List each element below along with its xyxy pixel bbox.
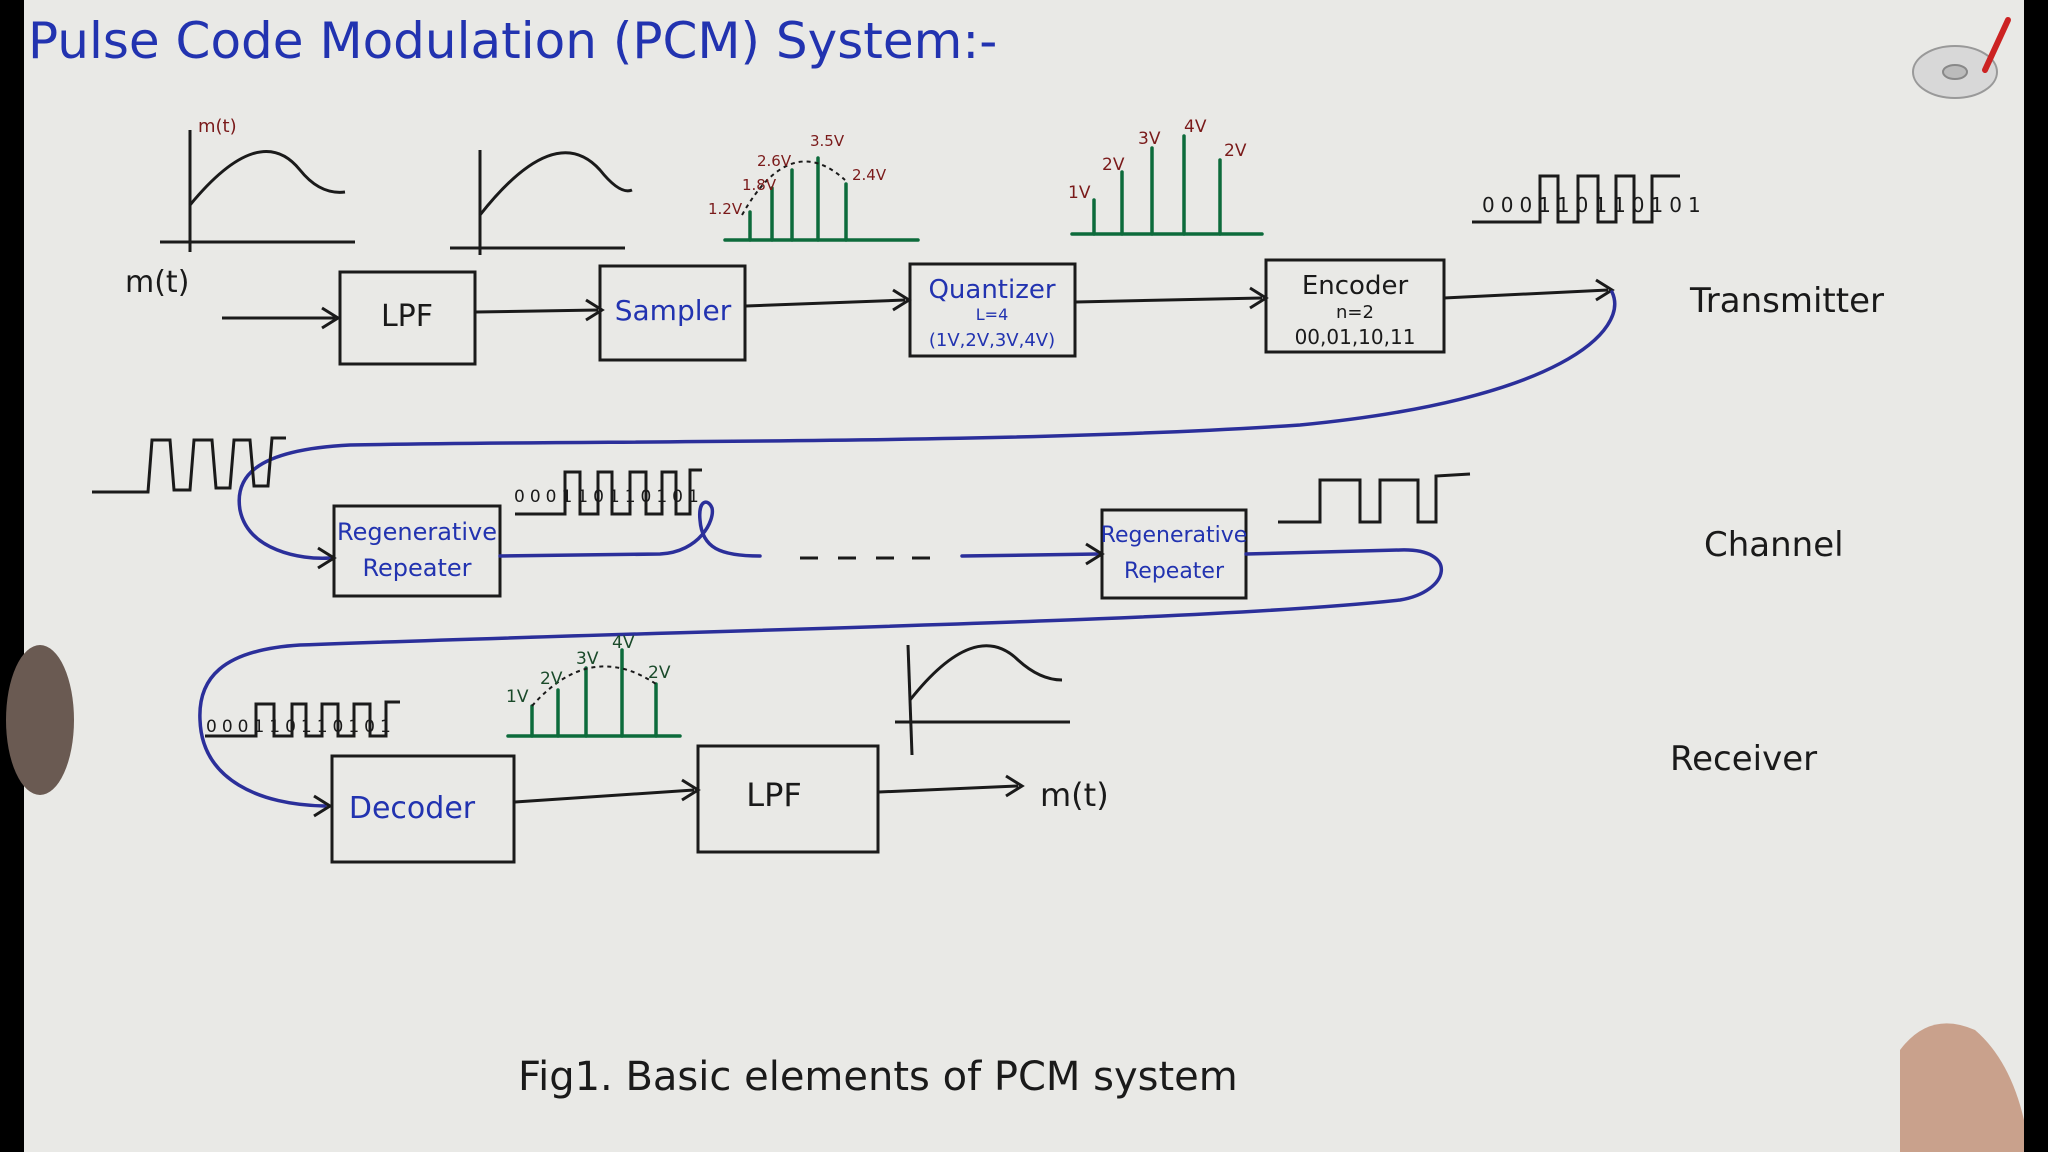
arrow-lpf-to-output (878, 774, 1025, 798)
hand-right-edge (1900, 1023, 2024, 1152)
reconstructed-waveform-plot (895, 644, 1070, 756)
arrow-lpf-to-sampler (475, 298, 605, 322)
quantized-waveform-plot (1070, 134, 1264, 236)
channel-link-tx (237, 290, 1617, 560)
quantizer-levels: L=4 (976, 305, 1009, 324)
repeater-block-1 (332, 504, 502, 598)
decoder-label-4: 4V (612, 633, 635, 653)
channel-link-rx (198, 548, 1444, 808)
decoder-label-2: 2V (540, 669, 563, 689)
repeater2-label-line2: Repeater (1124, 559, 1225, 584)
channel-bitstream-text: 000110110101 (514, 487, 704, 507)
sampler-label-2: 1.8V (742, 176, 777, 194)
lpf-block-tx (338, 270, 477, 366)
arrow-encoder-output (1443, 278, 1615, 302)
section-label-transmitter: Transmitter (1689, 281, 1884, 321)
channel-line-2 (960, 552, 1100, 558)
encoder-bitstream-text: 000110110101 (1482, 193, 1707, 217)
hand-left-edge (6, 645, 74, 795)
lpf-rx-label: LPF (746, 776, 802, 814)
sampler-label-5: 2.4V (852, 166, 887, 184)
arrow-into-decoder (313, 794, 333, 818)
sampler-label-1: 1.2V (708, 200, 743, 218)
repeater1-label-line1: Regenerative (337, 518, 497, 546)
quantizer-block (908, 262, 1077, 358)
repeater2-label-line1: Regenerative (1101, 523, 1248, 548)
input-wave-label: m(t) (198, 116, 237, 137)
input-waveform-plot (160, 130, 355, 252)
encoder-codes: 00,01,10,11 (1295, 325, 1416, 349)
lpf-block-rx (696, 744, 880, 854)
sampled-waveform-plot (723, 156, 920, 242)
encoder-label: Encoder (1302, 271, 1409, 301)
lpf-tx-label: LPF (381, 299, 433, 334)
decoder-block (330, 754, 516, 864)
quantizer-label: Quantizer (928, 275, 1055, 305)
diagram-title: Pulse Code Modulation (PCM) System:- (28, 12, 997, 70)
quantizer-values: (1V,2V,3V,4V) (929, 330, 1055, 351)
disc-pen-icon[interactable] (1912, 17, 2011, 99)
quantizer-label-5: 2V (1224, 141, 1247, 161)
section-label-receiver: Receiver (1670, 739, 1817, 779)
encoder-block (1264, 258, 1446, 354)
encoder-n: n=2 (1336, 302, 1374, 323)
arrow-input-to-lpf (222, 306, 341, 330)
decoder-label-3: 3V (576, 649, 599, 669)
paper (24, 0, 2024, 1152)
decoder-label-1: 1V (506, 687, 529, 707)
decoded-samples-plot (506, 648, 682, 738)
receiver-bitstream-text: 000110110101 (206, 717, 396, 737)
distorted-pulse-plot (92, 436, 286, 494)
receiver-bitstream-plot (205, 700, 400, 738)
repeater1-label-line2: Repeater (362, 554, 471, 582)
quantizer-label-3: 3V (1138, 129, 1161, 149)
encoder-bitstream-plot (1472, 174, 1680, 224)
decoder-label-5: 2V (648, 663, 671, 683)
lpf-output-waveform-plot (450, 150, 633, 255)
sampler-label-4: 3.5V (810, 132, 845, 150)
quantizer-label-1: 1V (1068, 183, 1091, 203)
sampler-block (598, 264, 747, 362)
repeater2-pulse-plot (1278, 472, 1471, 524)
figure-caption: Fig1. Basic elements of PCM system (518, 1054, 1238, 1100)
input-signal-label: m(t) (125, 265, 189, 300)
decoder-label: Decoder (349, 791, 476, 826)
sampler-label: Sampler (615, 294, 732, 327)
output-signal-label: m(t) (1040, 776, 1109, 814)
quantizer-label-4: 4V (1184, 117, 1207, 137)
section-label-channel: Channel (1704, 525, 1844, 565)
repeater1-bitstream-plot (515, 468, 702, 516)
sampler-label-3: 2.6V (757, 152, 792, 170)
quantizer-label-2: 2V (1102, 155, 1125, 175)
channel-line-1 (498, 500, 762, 558)
